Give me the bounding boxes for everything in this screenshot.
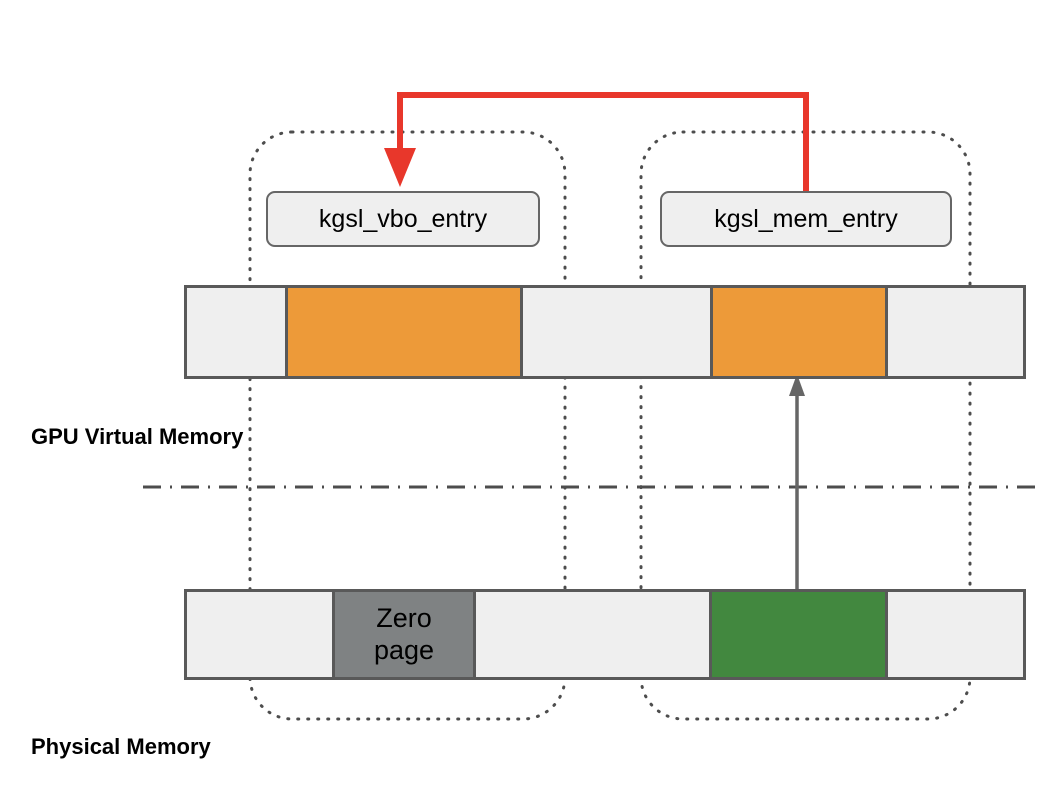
backing-to-gpu-mapping-arrow [789,374,805,589]
physical-segment-backing-store[interactable] [709,589,888,680]
gpu-segment-mem-range[interactable] [710,285,888,379]
section-label-gpu-virtual-memory: GPU Virtual Memory [31,424,244,449]
dotted-group-vbo [248,130,567,721]
entry-box-kgsl-mem-entry[interactable]: kgsl_mem_entry [660,191,952,247]
entry-label-kgsl-vbo-entry: kgsl_vbo_entry [318,204,488,233]
entry-label-kgsl-mem-entry: kgsl_mem_entry [714,204,898,233]
physical-segment-zero-page[interactable]: Zero page [332,589,476,680]
gpu-virtual-memory-bar [184,285,1026,379]
zero-page-label-line-1: Zero [376,603,432,634]
gpu-segment-vbo-range[interactable] [285,285,523,379]
physical-memory-bar: Zero page [184,589,1026,680]
section-label-physical-memory: Physical Memory [31,734,211,759]
zero-page-label-line-2: page [373,634,435,665]
mem-to-vbo-reference-arrow [384,92,809,191]
entry-box-kgsl-vbo-entry[interactable]: kgsl_vbo_entry [266,191,540,247]
